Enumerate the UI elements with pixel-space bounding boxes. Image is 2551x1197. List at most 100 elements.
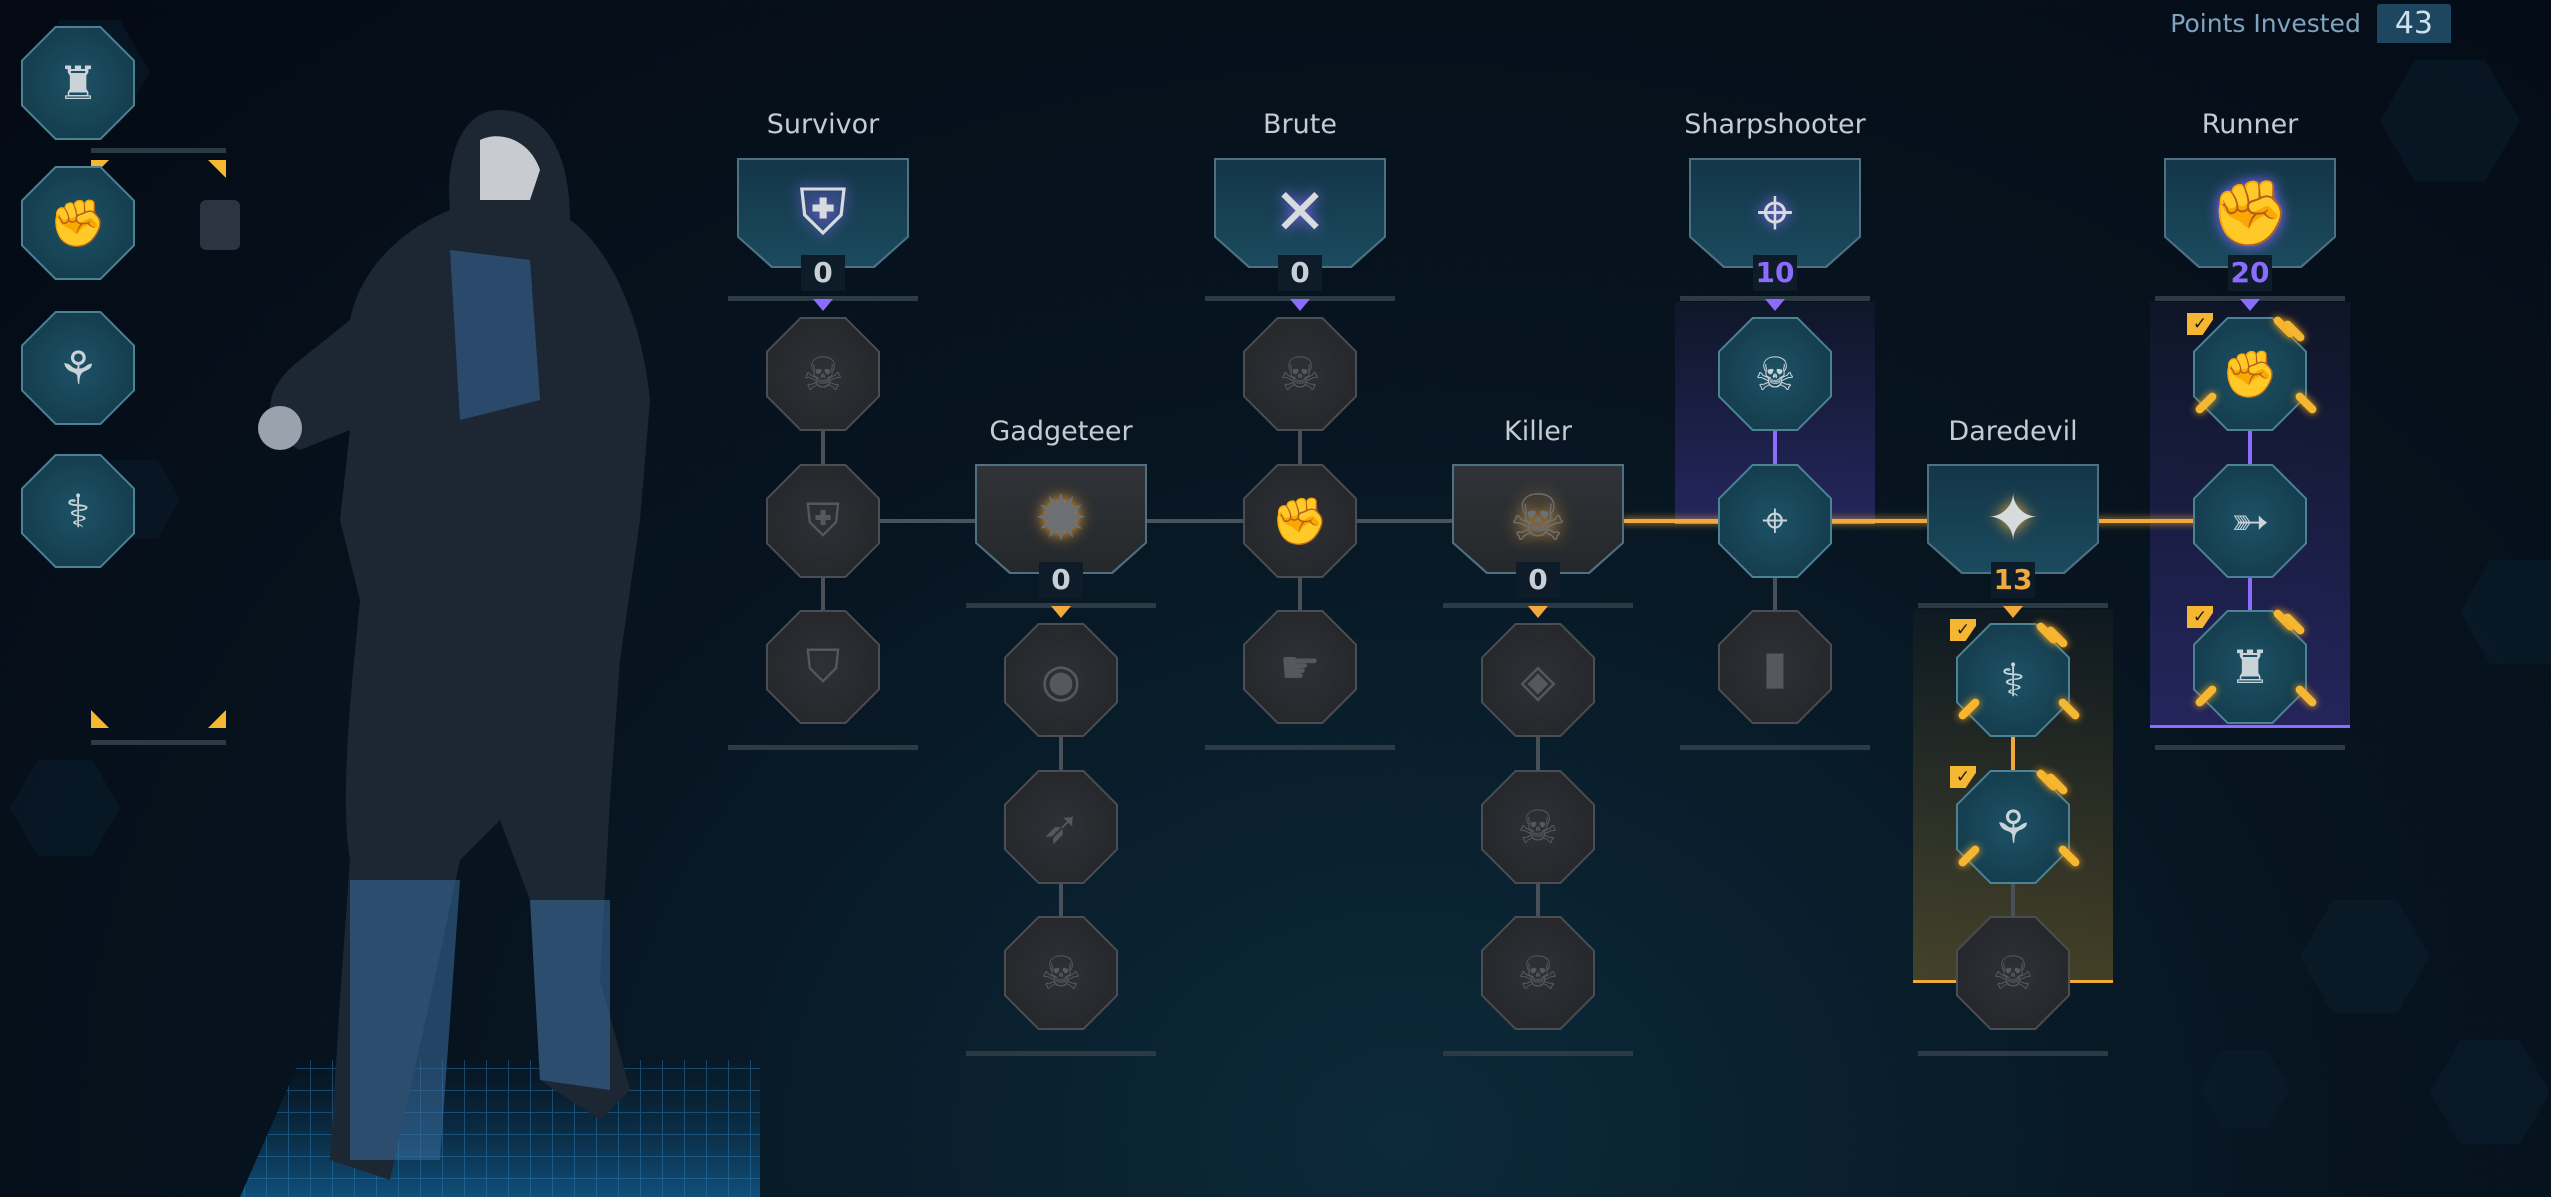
skill-node[interactable]: ☠	[1243, 317, 1357, 431]
tree-points: 0	[1039, 562, 1083, 598]
syringe-timer-icon: ⚕	[2000, 653, 2026, 707]
badge-fill: ✕	[1216, 160, 1384, 266]
node-fill	[2195, 319, 2305, 429]
skull-diamond-icon: ◈	[1520, 653, 1556, 707]
tree-title: Runner	[2201, 109, 2299, 140]
tree-points: 0	[801, 255, 845, 291]
skill-node[interactable]: ♜✓	[2187, 606, 2319, 724]
node-connector	[1059, 737, 1063, 770]
skill-node[interactable]: ☠	[1481, 770, 1595, 884]
node-fill	[1006, 772, 1116, 882]
skill-node[interactable]: ⛨	[766, 464, 880, 578]
skill-node[interactable]: ☠	[766, 317, 880, 431]
node-connector	[821, 431, 825, 464]
fortress-burst-icon: ♜	[57, 56, 99, 110]
node-fill	[1483, 772, 1593, 882]
node-connector	[1536, 737, 1540, 770]
sprinting-figure-icon: ➳	[2230, 494, 2270, 548]
divider	[728, 296, 918, 301]
node-connector	[2011, 737, 2015, 770]
node-fill	[1245, 319, 1355, 429]
crosshair-icon: ⌖	[1756, 176, 1794, 250]
tree-badge[interactable]: ✹	[975, 464, 1147, 574]
divider	[728, 745, 918, 750]
node-connector	[1536, 884, 1540, 916]
node-connector	[2011, 884, 2015, 916]
node-fill	[1958, 918, 2068, 1028]
tree-badge[interactable]: ✕	[1214, 158, 1386, 268]
skill-node[interactable]: ☠	[1956, 916, 2070, 1030]
skill-node[interactable]: ✊	[1243, 464, 1357, 578]
shield-plus-icon: ⛨	[805, 493, 841, 547]
node-fill	[23, 168, 133, 278]
flexing-figure-icon: ✦	[1986, 482, 2040, 556]
divider	[2155, 745, 2345, 750]
skull-dots-icon: ☠	[1517, 800, 1559, 854]
skill-node[interactable]: ➳	[2193, 464, 2307, 578]
skill-node[interactable]: ◉	[1004, 623, 1118, 737]
node-fill	[1720, 466, 1830, 576]
skill-node[interactable]: ☛	[1243, 610, 1357, 724]
divider	[2155, 296, 2345, 301]
node-fill	[1483, 918, 1593, 1028]
node-fill	[1245, 612, 1355, 722]
corner-marker	[208, 710, 226, 728]
equipped-skill-slot[interactable]: ⚕	[21, 454, 135, 568]
equipped-skill-slot[interactable]: ✊	[21, 166, 135, 280]
tree-arrow-icon	[1051, 606, 1071, 618]
node-fill	[1958, 772, 2068, 882]
connector-line-active	[1622, 519, 2222, 523]
skill-node[interactable]: ⚕✓	[1950, 619, 2082, 737]
skill-node[interactable]: ☠	[1481, 916, 1595, 1030]
equipped-skill-slot[interactable]: ♜	[21, 26, 135, 140]
background-hexagon	[2200, 1050, 2290, 1129]
tree-points: 0	[1278, 255, 1322, 291]
flying-fist-icon: ✊	[2210, 176, 2290, 251]
node-connector	[2248, 431, 2252, 464]
points-invested: Points Invested 43	[2170, 4, 2451, 43]
tree-arrow-icon	[2003, 606, 2023, 618]
skill-node[interactable]: ⚘✓	[1950, 766, 2082, 884]
tree-points: 13	[1991, 562, 2035, 598]
tree-title: Sharpshooter	[1684, 109, 1866, 140]
skill-node[interactable]: ▮	[1718, 610, 1832, 724]
divider	[1918, 603, 2108, 608]
skill-node[interactable]: ⛉	[766, 610, 880, 724]
skill-node[interactable]: ✊✓	[2187, 313, 2319, 431]
background-hexagon	[2460, 560, 2551, 665]
skull-burst-icon: ☠	[1509, 482, 1567, 556]
divider	[1205, 745, 1395, 750]
divider	[1680, 745, 1870, 750]
skill-node[interactable]: ⌖	[1718, 464, 1832, 578]
node-connector	[821, 578, 825, 610]
points-invested-value: 43	[2376, 4, 2451, 43]
shield-skull-icon: ⛨	[799, 176, 847, 250]
skill-node[interactable]: ◈	[1481, 623, 1595, 737]
node-fill	[1006, 918, 1116, 1028]
node-fill	[768, 319, 878, 429]
tree-title: Brute	[1263, 109, 1337, 140]
divider	[1680, 296, 1870, 301]
fist-ammo-icon: ✊	[1271, 493, 1329, 548]
tree-badge[interactable]: ☠	[1452, 464, 1624, 574]
node-connector	[2248, 578, 2252, 610]
skull-crosshair-icon: ☠	[1754, 347, 1796, 401]
skill-node[interactable]: ➶	[1004, 770, 1118, 884]
skull-flame-icon: ☠	[1992, 946, 2034, 1000]
tree-arrow-icon	[1765, 299, 1785, 311]
node-fill	[23, 28, 133, 138]
equipped-skill-slot[interactable]: ⚘	[21, 311, 135, 425]
twin-pistols-leaf-icon: ⚘	[57, 341, 99, 395]
tree-badge[interactable]: ✦	[1927, 464, 2099, 574]
bullet-icon: ▮	[1762, 640, 1788, 694]
tree-badge[interactable]: ⌖	[1689, 158, 1861, 268]
tree-title: Killer	[1504, 416, 1572, 447]
skill-node[interactable]: ☠	[1718, 317, 1832, 431]
corner-marker	[208, 160, 226, 178]
tree-badge[interactable]: ✊	[2164, 158, 2336, 268]
node-fill	[768, 466, 878, 576]
skull-pistols-icon: ☠	[1279, 347, 1321, 401]
twin-pistols-leaf-icon: ⚘	[1992, 800, 2034, 854]
tree-badge[interactable]: ⛨	[737, 158, 909, 268]
skill-node[interactable]: ☠	[1004, 916, 1118, 1030]
